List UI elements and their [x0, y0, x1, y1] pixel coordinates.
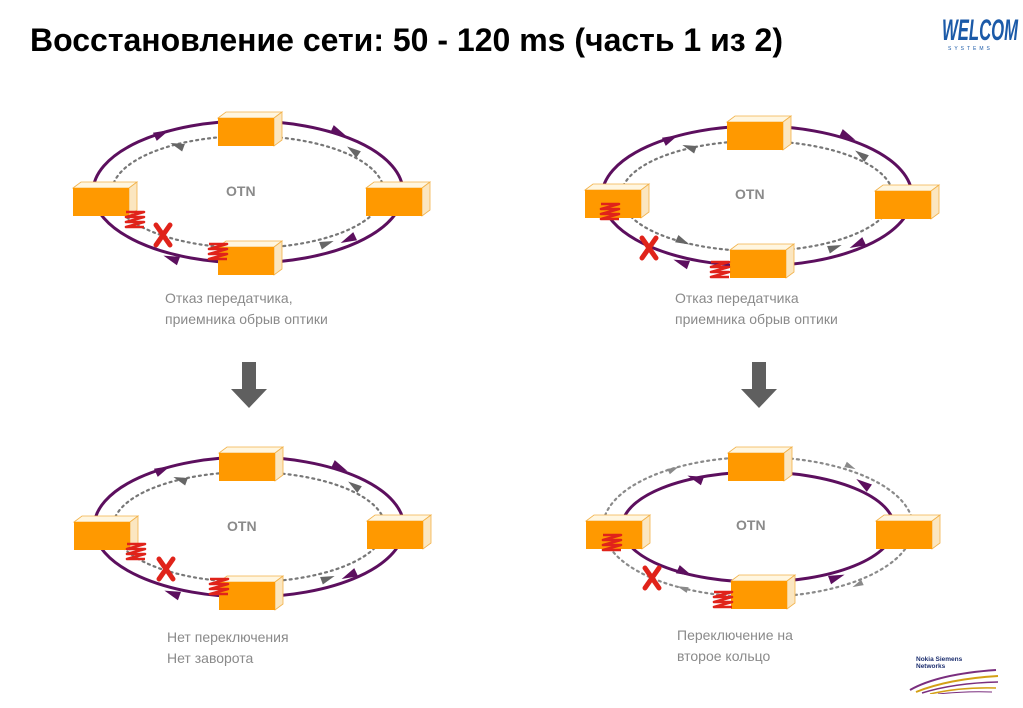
dotted-arrow-icon [320, 572, 337, 585]
caption-line: Переключение на [677, 627, 793, 643]
welcom-logo: WELCOM SYSTEMS [942, 14, 1019, 52]
svg-text:WELCOM: WELCOM [942, 14, 1019, 47]
caption-diagram-3: Нет переключения Нет заворота [167, 627, 289, 669]
dotted-arrow-icon [675, 234, 692, 249]
transition-arrow-icon [741, 362, 777, 408]
caption-line: Нет заворота [167, 650, 254, 666]
nokia-siemens-logo: Nokia Siemens Networks [909, 656, 999, 694]
ring-arrow-icon [675, 565, 695, 581]
svg-text:Networks: Networks [916, 663, 946, 670]
network-node-bottom [729, 243, 795, 279]
caption-line: второе кольцо [677, 648, 771, 664]
svg-text:SYSTEMS: SYSTEMS [948, 46, 993, 52]
caption-line: приемника обрыв оптики [675, 311, 838, 327]
diagram-fault-left: OTN [72, 111, 431, 276]
fault-cross-icon [645, 568, 659, 588]
ring-arrow-icon [661, 130, 681, 146]
dotted-arrow-icon [676, 583, 689, 593]
ring-label: OTN [736, 517, 766, 533]
network-node-right [366, 514, 432, 550]
slide-title: Восстановление сети: 50 - 120 ms (часть … [30, 22, 783, 58]
caption-diagram-1: Отказ передатчика, приемника обрыв оптик… [165, 288, 328, 330]
network-node-right [365, 181, 431, 217]
dotted-arrow-icon [345, 478, 362, 493]
ring-label: OTN [735, 186, 765, 202]
diagram-fault-right: OTN [584, 115, 940, 279]
dotted-arrow-icon [344, 143, 361, 158]
caption-diagram-2: Отказ передатчика приемника обрыв оптики [675, 288, 838, 330]
ring-arrow-icon [153, 461, 173, 477]
transition-arrow-icon [231, 362, 267, 408]
dotted-arrow-icon [680, 141, 697, 154]
ring-arrow-icon [152, 125, 172, 141]
ring-label: OTN [226, 183, 256, 199]
caption-diagram-4: Переключение на второе кольцо [677, 625, 793, 667]
caption-line: Отказ передатчика [675, 290, 799, 306]
caption-line: Отказ передатчика, [165, 290, 293, 306]
svg-text:Nokia Siemens: Nokia Siemens [916, 656, 963, 663]
network-node-top [217, 111, 283, 147]
network-node-bottom [218, 575, 284, 611]
network-node-right [874, 184, 940, 220]
dotted-arrow-icon [168, 139, 185, 152]
network-node-bottom [730, 574, 796, 610]
network-node-top [727, 446, 793, 482]
caption-line: Нет переключения [167, 629, 289, 645]
network-node-top [726, 115, 792, 151]
dotted-arrow-icon [667, 464, 680, 475]
dotted-arrow-icon [171, 473, 188, 486]
diagram-no-switch: OTN [73, 446, 432, 611]
network-node-right [875, 514, 941, 550]
diagram-switch-second-ring: OTN [585, 446, 941, 610]
network-node-bottom [217, 240, 283, 276]
network-node-top [218, 446, 284, 482]
ring-label: OTN [227, 518, 257, 534]
caption-line: приемника обрыв оптики [165, 311, 328, 327]
